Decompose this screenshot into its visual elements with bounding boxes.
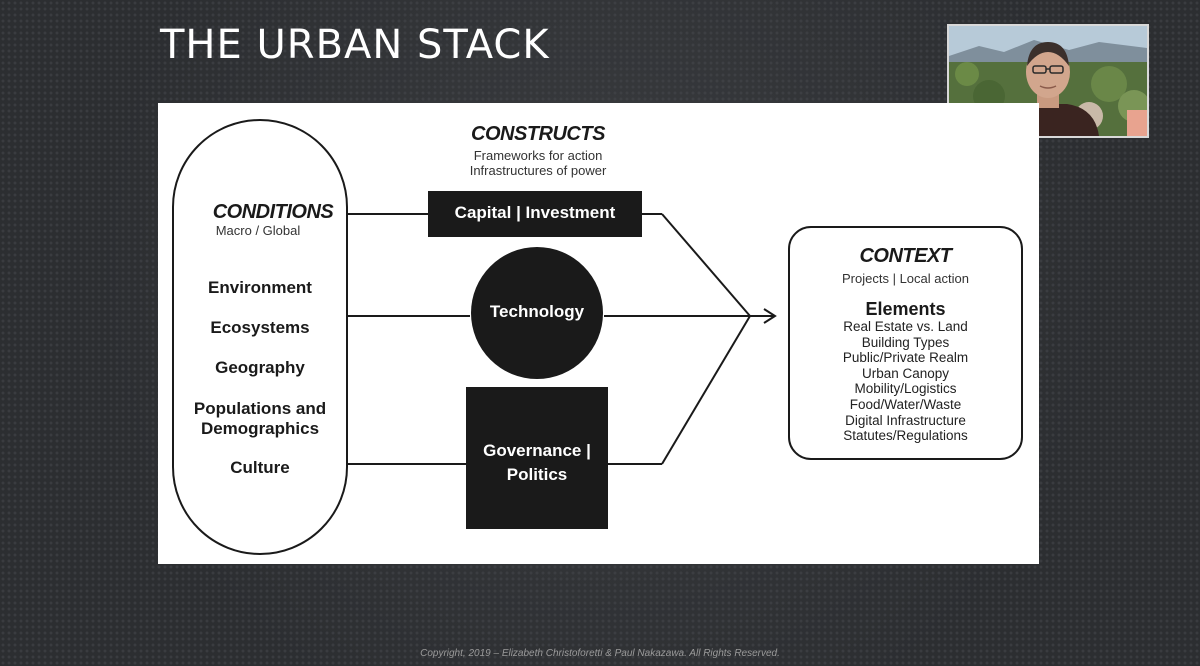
governance-label-line-1: Governance |: [483, 441, 591, 460]
context-element-urban-canopy: Urban Canopy: [861, 366, 950, 381]
conditions-item-populations: Populations and: [193, 399, 327, 418]
governance-politics-box: [466, 387, 608, 529]
technology-circle: [471, 247, 603, 379]
conditions-item-demographics: Demographics: [200, 419, 320, 438]
technology-label: Technology: [489, 302, 585, 321]
conditions-heading: CONDITIONS: [212, 201, 334, 223]
conditions-item-ecosystems: Ecosystems: [210, 318, 310, 337]
context-elements-heading: Elements: [865, 299, 946, 319]
context-element-real-estate: Real Estate vs. Land: [843, 319, 968, 334]
context-heading: CONTEXT: [859, 245, 952, 267]
copyright-notice: Copyright, 2019 – Elizabeth Christoforet…: [420, 648, 780, 659]
conditions-item-environment: Environment: [208, 278, 312, 297]
context-element-building-types: Building Types: [861, 335, 950, 350]
constructs-subline-2: Infrastructures of power: [469, 163, 607, 178]
context-subheading: Projects | Local action: [842, 271, 969, 286]
capital-investment-box: [428, 191, 642, 237]
context-element-food-water: Food/Water/Waste: [849, 397, 962, 412]
urban-stack-diagram: CONDITIONS Macro / Global Environment Ec…: [158, 103, 1039, 564]
context-element-mobility: Mobility/Logistics: [854, 381, 957, 396]
constructs-subline-1: Frameworks for action: [473, 148, 603, 163]
conditions-capsule: [172, 119, 348, 555]
context-element-public-private: Public/Private Realm: [842, 350, 969, 365]
context-element-digital-infra: Digital Infrastructure: [845, 413, 966, 428]
context-box: [788, 226, 1023, 460]
conditions-item-culture: Culture: [230, 458, 290, 477]
conditions-subheading: Macro / Global: [215, 223, 301, 238]
governance-label-line-2: Politics: [506, 465, 568, 484]
conditions-item-geography: Geography: [215, 358, 305, 377]
slide-title: THE URBAN STACK: [160, 22, 550, 68]
context-element-statutes: Statutes/Regulations: [843, 428, 968, 443]
arrow-right-icon: [763, 308, 777, 324]
diagram-connector-lines: [172, 119, 1023, 555]
capital-investment-label: Capital | Investment: [454, 203, 616, 222]
constructs-heading: CONSTRUCTS: [471, 123, 605, 145]
